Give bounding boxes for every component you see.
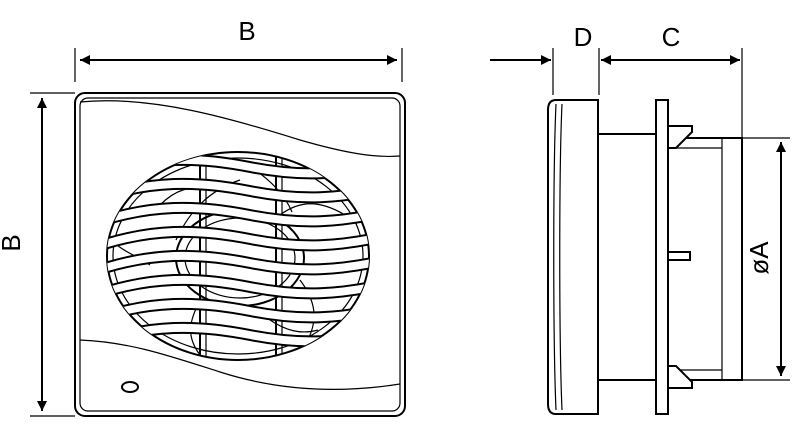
motor-housing <box>597 133 657 381</box>
grille-bar-6 <box>107 273 369 304</box>
mounting-flange <box>655 99 669 415</box>
label-b-horizontal: B <box>238 16 255 46</box>
label-c: C <box>662 22 681 52</box>
grille-bar-2 <box>107 177 369 208</box>
grille-outer-ring <box>106 151 370 361</box>
blade-2 <box>279 203 346 216</box>
fan-grille <box>106 151 370 361</box>
dimension-c: C <box>601 22 743 138</box>
grille-bar-1 <box>107 153 369 184</box>
clip-top <box>667 125 693 149</box>
indicator-light <box>121 381 139 393</box>
grille-bar-7 <box>107 297 369 328</box>
label-b-vertical: B <box>0 234 26 251</box>
grille-bar-4 <box>107 225 369 256</box>
panel-wave-top <box>79 100 401 157</box>
dimension-d: D <box>490 22 600 95</box>
front-cover-profile <box>547 99 599 415</box>
dimension-diameter-a: øA <box>742 137 790 381</box>
blade-8 <box>269 319 319 333</box>
label-d: D <box>574 22 593 52</box>
grille-bar-3 <box>107 201 369 232</box>
front-panel-inner-edge <box>79 97 401 412</box>
front-cover-curve <box>553 103 557 411</box>
dimension-b-vertical: B <box>0 92 75 417</box>
grille-bar-5 <box>107 249 369 280</box>
front-panel <box>74 92 406 417</box>
dimension-b-horizontal: B <box>74 16 403 82</box>
clip-middle <box>667 251 691 261</box>
grille-bar-8 <box>107 321 369 352</box>
side-view: D C øA <box>490 22 790 415</box>
grille-internals <box>107 152 369 360</box>
grille-inner-ring <box>112 157 364 355</box>
front-view: B B <box>0 16 406 417</box>
label-diameter-a: øA <box>744 241 774 275</box>
clip-bottom <box>667 365 693 389</box>
panel-wave-bottom <box>79 339 401 390</box>
